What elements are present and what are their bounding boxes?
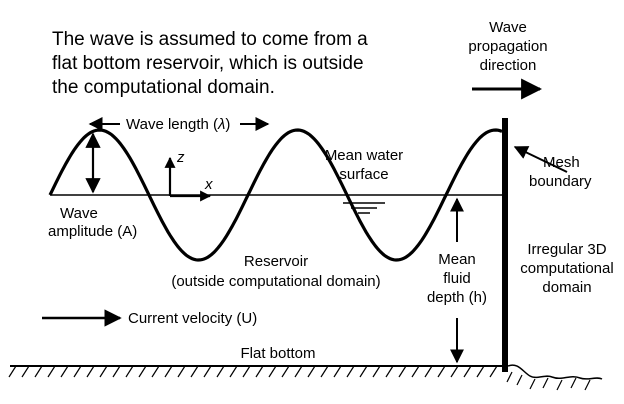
amplitude-line-1: Wave [60, 205, 98, 222]
mean-water-line-1: Mean water [325, 147, 403, 164]
domain-line-3: domain [542, 279, 591, 296]
irregular-seabed [507, 364, 603, 380]
flat-bottom-label: Flat bottom [240, 345, 315, 362]
intro-line-2: flat bottom reservoir, which is outside [52, 53, 364, 74]
mean-water-line-2: surface [339, 166, 388, 183]
propagation-line-2: propagation [468, 38, 547, 55]
mesh-boundary-arrow [513, 146, 568, 173]
depth-line-1: Mean [438, 251, 476, 268]
z-axis-label: z [176, 149, 185, 166]
reservoir-line-2: (outside computational domain) [171, 273, 380, 290]
wave-length-label: Wave length (λ) [126, 116, 230, 133]
intro-line-1: The wave is assumed to come from a [52, 29, 368, 50]
domain-line-2: computational [520, 260, 613, 277]
propagation-line-1: Wave [489, 19, 527, 36]
water-surface-symbol [343, 202, 385, 214]
x-axis-label: x [204, 176, 213, 193]
intro-line-3: the computational domain. [52, 77, 275, 98]
current-velocity-label: Current velocity (U) [128, 310, 257, 327]
reservoir-line-1: Reservoir [244, 253, 308, 270]
wave-curve [48, 128, 503, 262]
propagation-line-3: direction [480, 57, 537, 74]
domain-line-1: Irregular 3D [527, 241, 606, 258]
amplitude-line-2: amplitude (A) [48, 223, 137, 240]
depth-line-3: depth (h) [427, 289, 487, 306]
flat-bottom-hatching [8, 365, 498, 378]
irregular-seabed-hatching [506, 371, 591, 391]
mesh-line-2: boundary [529, 173, 592, 190]
mesh-line-1: Mesh [543, 154, 580, 171]
depth-line-2: fluid [443, 270, 471, 287]
